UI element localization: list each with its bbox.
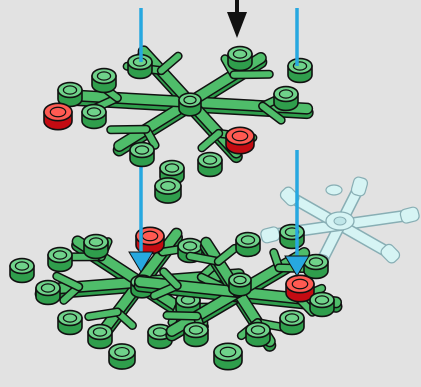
top-stud-8-ring	[202, 155, 218, 165]
bottom-a-branch	[53, 273, 82, 290]
top-stud-9-ring	[231, 130, 249, 142]
bottom-a-stud-0-ring	[88, 237, 104, 247]
bottom-a-stud-4-ring	[62, 313, 78, 323]
bottom-a-stud-9-ring	[182, 241, 198, 251]
bottom-a-stud-3-top	[35, 279, 61, 297]
bottom-a-stud-5-ring	[92, 327, 108, 337]
top-stud-2-top	[57, 81, 83, 99]
bottom-b-stud-3-ring	[291, 278, 309, 290]
bottom-a-stud-1-top	[47, 246, 73, 264]
bottom-b-arm	[167, 287, 243, 336]
guide-arrows-upper	[139, 8, 299, 66]
top-stud-10-ring	[278, 89, 294, 99]
bottom-a-stud-9-top	[177, 237, 203, 255]
place-arrow-icon	[227, 0, 247, 38]
top-stud-10-top	[273, 85, 299, 103]
bottom-a-branch	[85, 309, 121, 320]
top-stud-11-top	[287, 57, 313, 75]
top-stud-6-top	[159, 159, 185, 177]
top-stud-13-top	[178, 92, 202, 108]
bottom-a-stud-3-ring	[40, 283, 56, 293]
bottom-b-stud-5-top	[279, 309, 305, 327]
blue-arrow-left-lower-head	[128, 251, 154, 273]
bottom-b-stud-5-ring	[284, 313, 300, 323]
bottom-a-stud-10-top	[135, 226, 165, 246]
bottom-b-stud-3-top	[285, 274, 315, 294]
bottom-b-stud-4-top	[309, 291, 335, 309]
bottom-b-stud-6-ring	[250, 325, 266, 335]
ghost-hub-hole	[333, 216, 347, 226]
blue-arrow-right-lower-head	[284, 255, 310, 277]
bottom-b-stud-7-top	[213, 342, 243, 362]
black-arrow-head	[227, 12, 247, 38]
bottom-b-stud-2-ring	[308, 257, 324, 267]
top-stud-5-top	[129, 141, 155, 159]
bottom-b-stud-0-top	[235, 231, 261, 249]
top-snowflake	[43, 45, 314, 204]
bottom-b-branch	[187, 253, 222, 265]
top-stud-4-top	[81, 103, 107, 121]
bottom-a-stud-6-top	[108, 343, 136, 361]
top-stud-6-ring	[164, 163, 180, 173]
top-stud-1-top	[91, 67, 117, 85]
bottom-a-stud-2-ring	[14, 261, 30, 271]
bottom-b-branch	[160, 268, 181, 289]
ghost-tip	[350, 176, 369, 197]
bottom-a-stud-5-top	[87, 323, 113, 341]
bottom-b-stud-9-top	[228, 272, 252, 288]
bottom-b-stud-0-ring	[240, 235, 256, 245]
top-stud-13-ring	[183, 95, 197, 105]
bottom-a-arm	[135, 229, 181, 287]
top-arm	[114, 97, 195, 151]
bottom-a-stud-2-top	[9, 257, 35, 275]
bottom-a-stud-6-ring	[114, 346, 130, 358]
top-arm	[68, 90, 195, 107]
top-stud-8-top	[197, 151, 223, 169]
bottom-b-arm	[135, 277, 243, 297]
bottom-b-branch	[215, 245, 238, 265]
top-stud-1-ring	[96, 71, 112, 81]
bottom-b-stud-8-ring	[188, 325, 204, 335]
bottom-a-stud-4-top	[57, 309, 83, 327]
top-branch	[198, 130, 222, 151]
ghost-tip	[380, 243, 401, 264]
ghost-tip	[260, 226, 281, 244]
top-branch	[259, 103, 285, 124]
top-stud-2-ring	[62, 85, 78, 95]
top-stud-5-ring	[134, 145, 150, 155]
bottom-b-stud-6-top	[245, 321, 271, 339]
bottom-b-stud-1-top	[279, 223, 305, 241]
bottom-b-branch	[163, 312, 200, 320]
top-stud-12-top	[227, 45, 253, 63]
top-branch	[158, 53, 182, 74]
bottom-a-stud-1-ring	[52, 250, 68, 260]
top-stud-7-top	[154, 177, 182, 195]
top-stud-4-ring	[86, 107, 102, 117]
bottom-b-stud-9-ring	[233, 275, 247, 285]
ghost-top-stud	[325, 184, 343, 196]
top-stud-3-ring	[49, 106, 67, 118]
top-stud-11-ring	[292, 61, 308, 71]
bottom-b-stud-7-ring	[219, 346, 237, 358]
top-stud-12-ring	[232, 49, 248, 59]
ghost-tip	[399, 206, 420, 224]
top-stud-9-top	[225, 126, 255, 146]
bottom-b-stud-4-ring	[314, 295, 330, 305]
top-stud-7-ring	[160, 180, 176, 192]
bottom-a-stud-0-top	[83, 233, 109, 251]
top-stud-3-top	[43, 102, 73, 122]
bottom-b-stud-8-top	[183, 321, 209, 339]
